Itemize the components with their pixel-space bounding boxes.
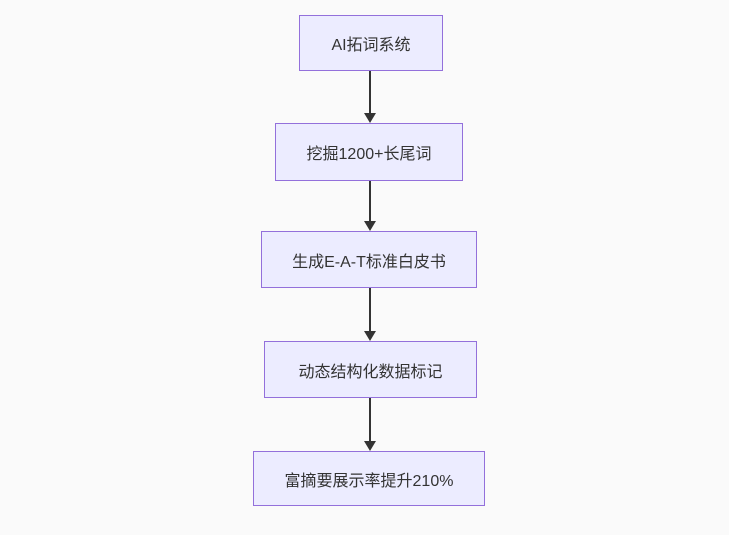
edge-arrow-4 bbox=[364, 398, 376, 451]
edge-arrow-1 bbox=[364, 71, 376, 123]
flowchart-node-dynamic-structured-data-markup: 动态结构化数据标记 bbox=[264, 341, 477, 398]
flowchart-node-ai-word-expansion-system: AI拓词系统 bbox=[299, 15, 443, 71]
arrowhead-down-icon bbox=[364, 441, 376, 451]
node-label: AI拓词系统 bbox=[331, 37, 411, 54]
edge-line bbox=[369, 71, 371, 114]
arrowhead-down-icon bbox=[364, 113, 376, 123]
flowchart-node-mine-longtail-keywords: 挖掘1200+长尾词 bbox=[275, 123, 463, 181]
node-label: 挖掘1200+长尾词 bbox=[306, 146, 432, 163]
node-label: 动态结构化数据标记 bbox=[298, 363, 443, 381]
arrowhead-down-icon bbox=[364, 221, 376, 231]
edge-line bbox=[369, 288, 371, 332]
edge-line bbox=[369, 398, 371, 442]
edge-arrow-3 bbox=[364, 288, 376, 341]
node-label: 富摘要展示率提升210% bbox=[284, 472, 454, 490]
edge-line bbox=[369, 181, 371, 222]
edge-arrow-2 bbox=[364, 181, 376, 231]
flowchart-node-generate-eat-whitepaper: 生成E-A-T标准白皮书 bbox=[261, 231, 477, 288]
arrowhead-down-icon bbox=[364, 331, 376, 341]
node-label: 生成E-A-T标准白皮书 bbox=[292, 253, 446, 271]
flowchart-node-rich-snippet-rate-increase: 富摘要展示率提升210% bbox=[253, 451, 485, 506]
